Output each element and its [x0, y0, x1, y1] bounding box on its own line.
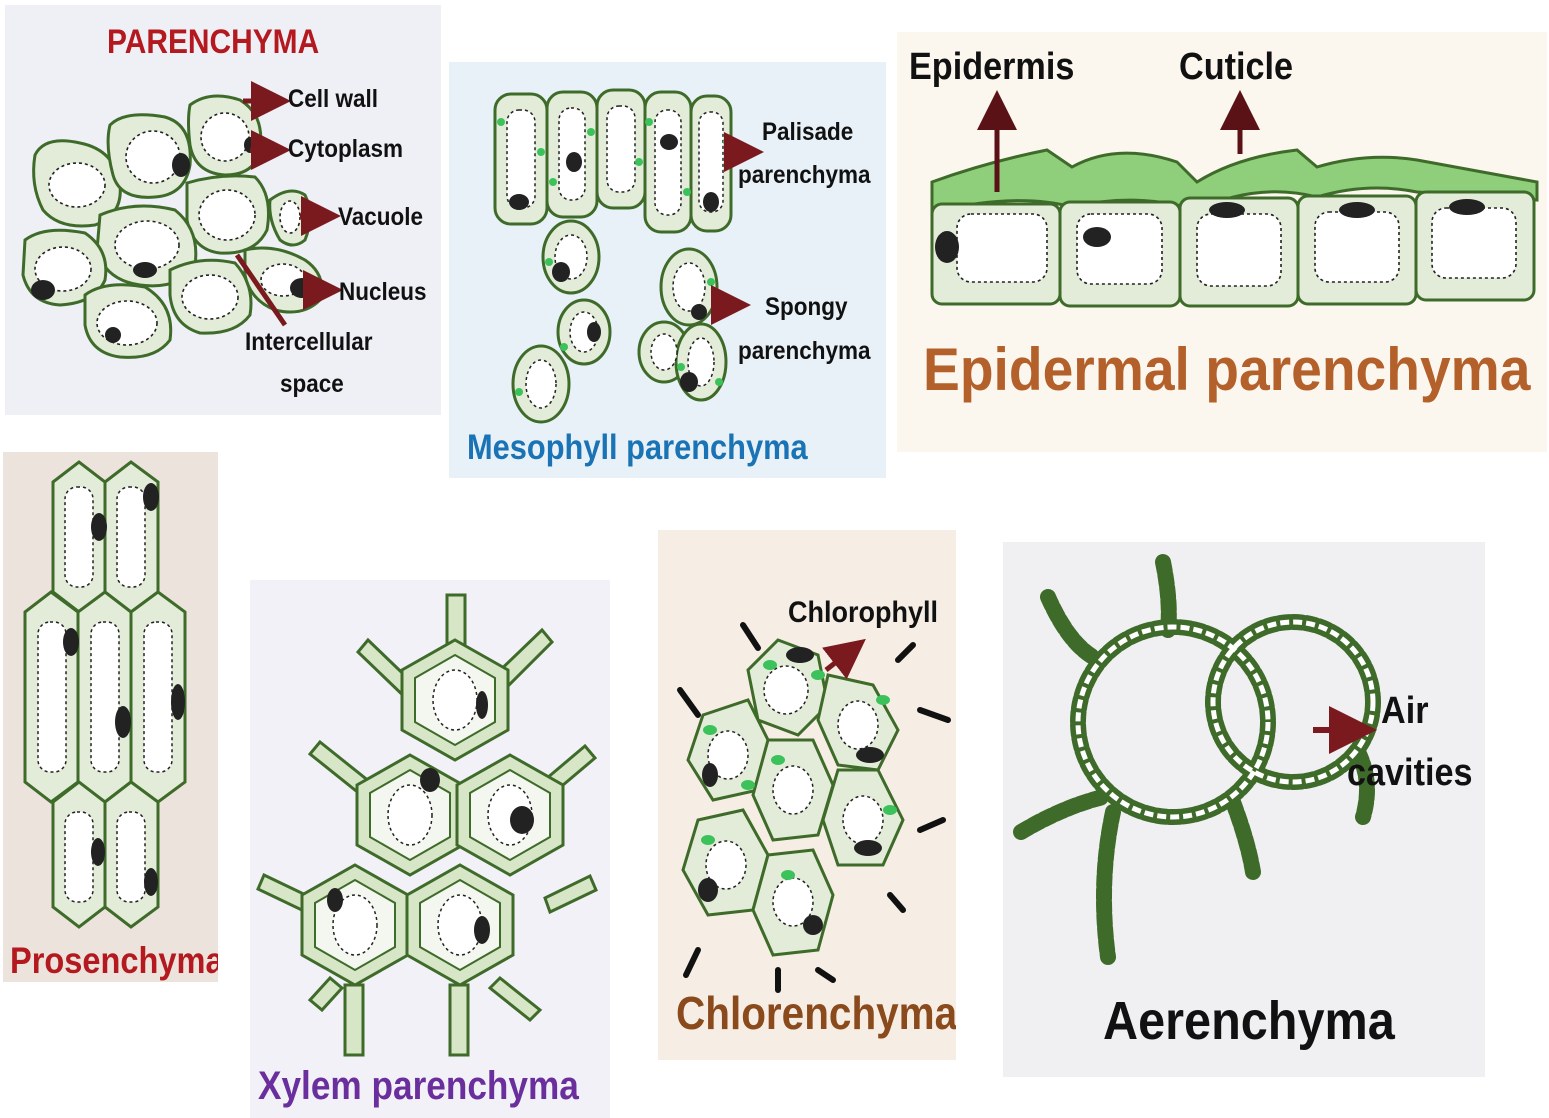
- chlorenchyma-cells-illustration: [677, 622, 951, 993]
- epidermis-label: Epidermis: [909, 46, 1075, 88]
- cell-wall-label: Cell wall: [288, 85, 379, 113]
- xylem-title: Xylem parenchyma: [258, 1064, 579, 1108]
- prosenchyma-title: Prosenchyma: [10, 940, 218, 981]
- epidermal-panel: Epidermis Cuticle Epidermal parenchyma: [897, 32, 1547, 452]
- aerenchyma-panel: Air cavities Aerenchyma: [1003, 542, 1485, 1077]
- chlorophyll-label: Chlorophyll: [788, 596, 938, 629]
- aerenchyma-cells-illustration: [1013, 554, 1381, 965]
- parenchyma-title: PARENCHYMA: [107, 23, 320, 61]
- nucleus-label: Nucleus: [339, 278, 427, 306]
- parenchyma-panel: PARENCHYMA Cell wall Cytoplasm Vacuole N…: [5, 5, 441, 415]
- chlorenchyma-panel: Chlorophyll Chlorenchyma: [658, 530, 956, 1060]
- space-label: space: [280, 370, 344, 398]
- xylem-cells-illustration: [256, 593, 598, 1057]
- epidermal-title: Epidermal parenchyma: [923, 336, 1531, 403]
- cavities-label: cavities: [1347, 752, 1473, 794]
- air-label: Air: [1381, 690, 1429, 732]
- prosenchyma-cells-illustration: [23, 460, 187, 929]
- aerenchyma-title: Aerenchyma: [1103, 991, 1395, 1051]
- mesophyll-panel: Palisade parenchyma Spongy parenchyma Me…: [449, 62, 886, 478]
- xylem-panel: Xylem parenchyma: [250, 580, 610, 1118]
- parenchyma-cells-illustration: [21, 81, 343, 359]
- cuticle-label: Cuticle: [1179, 46, 1294, 88]
- prosenchyma-panel: Prosenchyma: [3, 452, 218, 982]
- epidermal-cells-illustration: [930, 90, 1539, 308]
- mesophyll-cells-illustration: [493, 88, 764, 424]
- intercellular-label: Intercellular: [245, 328, 373, 356]
- cytoplasm-label: Cytoplasm: [288, 135, 404, 163]
- chlorenchyma-title: Chlorenchyma: [676, 987, 956, 1039]
- spongy-label: Spongy: [765, 293, 848, 321]
- mesophyll-title: Mesophyll parenchyma: [467, 428, 808, 467]
- palisade-parenchyma-label: parenchyma: [738, 161, 871, 189]
- spongy-parenchyma-label: parenchyma: [738, 337, 871, 365]
- vacuole-label: Vacuole: [338, 203, 424, 231]
- palisade-label: Palisade: [762, 118, 854, 146]
